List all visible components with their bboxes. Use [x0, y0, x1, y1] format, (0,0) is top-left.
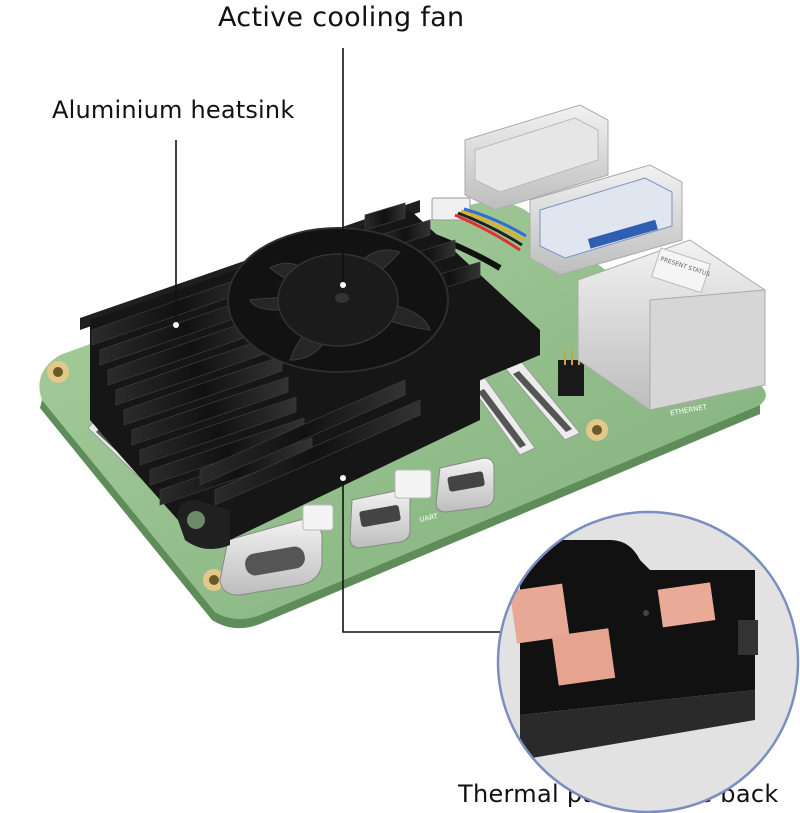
thermal-pad-3: [657, 582, 716, 628]
callout-dots: [173, 282, 346, 481]
usb-ports: [464, 104, 683, 276]
thermal-pads-leader-line: [342, 478, 500, 633]
thermal-pad-2: [551, 628, 616, 686]
thermal-pads-callout: [496, 510, 800, 813]
callout-lines: [175, 48, 500, 633]
fan-label: Active cooling fan: [218, 2, 465, 33]
ethernet-port: PRESENT STATUS ETHERNET: [577, 239, 766, 417]
cooling-fan: [227, 227, 449, 373]
pin-header-small: [558, 350, 584, 396]
front-ports: UART: [219, 457, 495, 596]
heatsink-label: Aluminium heatsink: [52, 96, 295, 124]
mounting-holes: [47, 361, 608, 591]
thermal-pad-1: [509, 583, 570, 644]
ribbon-connectors-right: [469, 359, 581, 456]
heatsink-fins: [91, 202, 481, 506]
uart-silkscreen: UART: [419, 512, 440, 524]
